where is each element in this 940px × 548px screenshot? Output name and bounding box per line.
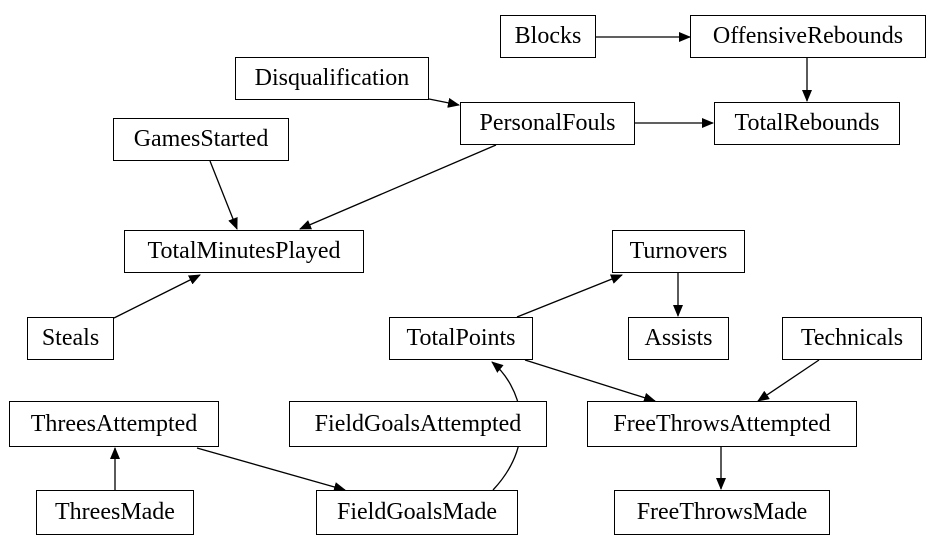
node-threes-attempted: ThreesAttempted bbox=[9, 401, 219, 447]
edge-steals-to-total-minutes-played bbox=[113, 274, 201, 319]
edge-technicals-to-free-throws-attempted bbox=[757, 359, 820, 402]
node-steals: Steals bbox=[27, 317, 114, 360]
node-offensive-rebounds: OffensiveRebounds bbox=[690, 15, 926, 58]
node-field-goals-made: FieldGoalsMade bbox=[316, 490, 518, 535]
edge-total-points-to-turnovers bbox=[516, 274, 623, 318]
node-free-throws-attempted: FreeThrowsAttempted bbox=[587, 401, 857, 447]
node-disqualification: Disqualification bbox=[235, 57, 429, 100]
node-turnovers: Turnovers bbox=[612, 230, 745, 273]
edge-disqualification-to-personal-fouls bbox=[428, 97, 460, 108]
node-personal-fouls: PersonalFouls bbox=[460, 102, 635, 145]
node-technicals: Technicals bbox=[782, 317, 922, 360]
node-free-throws-made: FreeThrowsMade bbox=[614, 490, 830, 535]
node-assists: Assists bbox=[628, 317, 729, 360]
edge-total-points-to-free-throws-attempted bbox=[524, 359, 656, 403]
edge-games-started-to-total-minutes-played bbox=[209, 160, 238, 230]
node-threes-made: ThreesMade bbox=[36, 490, 194, 535]
node-games-started: GamesStarted bbox=[113, 118, 289, 161]
node-total-minutes-played: TotalMinutesPlayed bbox=[124, 230, 364, 273]
edge-personal-fouls-to-total-minutes-played bbox=[299, 144, 497, 230]
node-total-points: TotalPoints bbox=[389, 317, 533, 360]
node-field-goals-attempted: FieldGoalsAttempted bbox=[289, 401, 547, 447]
node-blocks: Blocks bbox=[500, 15, 596, 58]
edge-threes-attempted-to-field-goals-made bbox=[196, 447, 346, 492]
node-total-rebounds: TotalRebounds bbox=[714, 102, 900, 145]
